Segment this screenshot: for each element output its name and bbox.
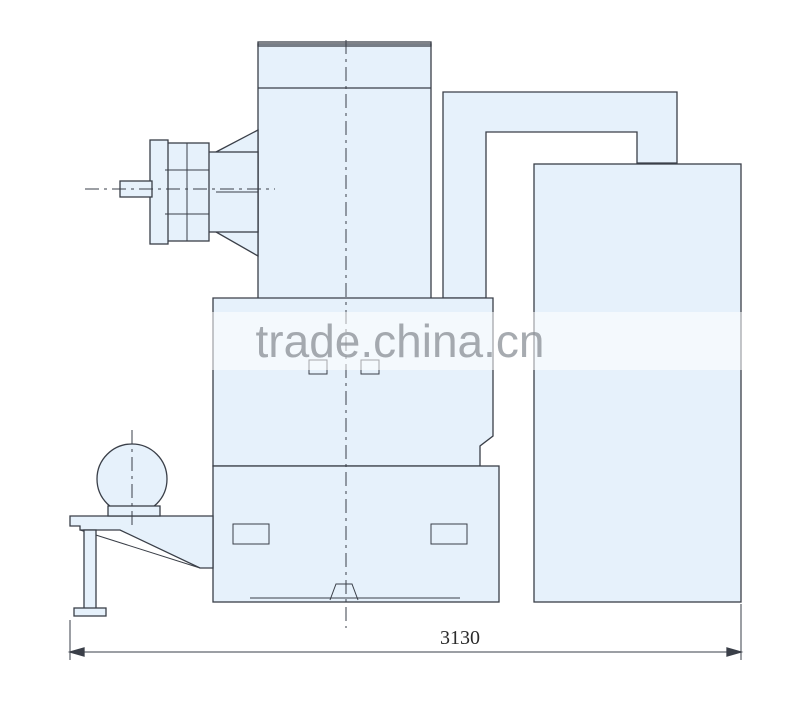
overall-width-dimension: 3130 — [67, 604, 744, 660]
watermark-text: trade.china.cn — [256, 315, 545, 367]
dimension-label: 3130 — [440, 627, 480, 649]
watermark: trade.china.cn — [200, 312, 745, 370]
base-body — [212, 465, 500, 603]
spindle-motor-assembly — [119, 128, 259, 258]
upper-column — [257, 41, 432, 301]
centerlines — [85, 40, 347, 628]
pump-bracket — [69, 443, 214, 617]
electrical-cabinet — [533, 163, 742, 603]
